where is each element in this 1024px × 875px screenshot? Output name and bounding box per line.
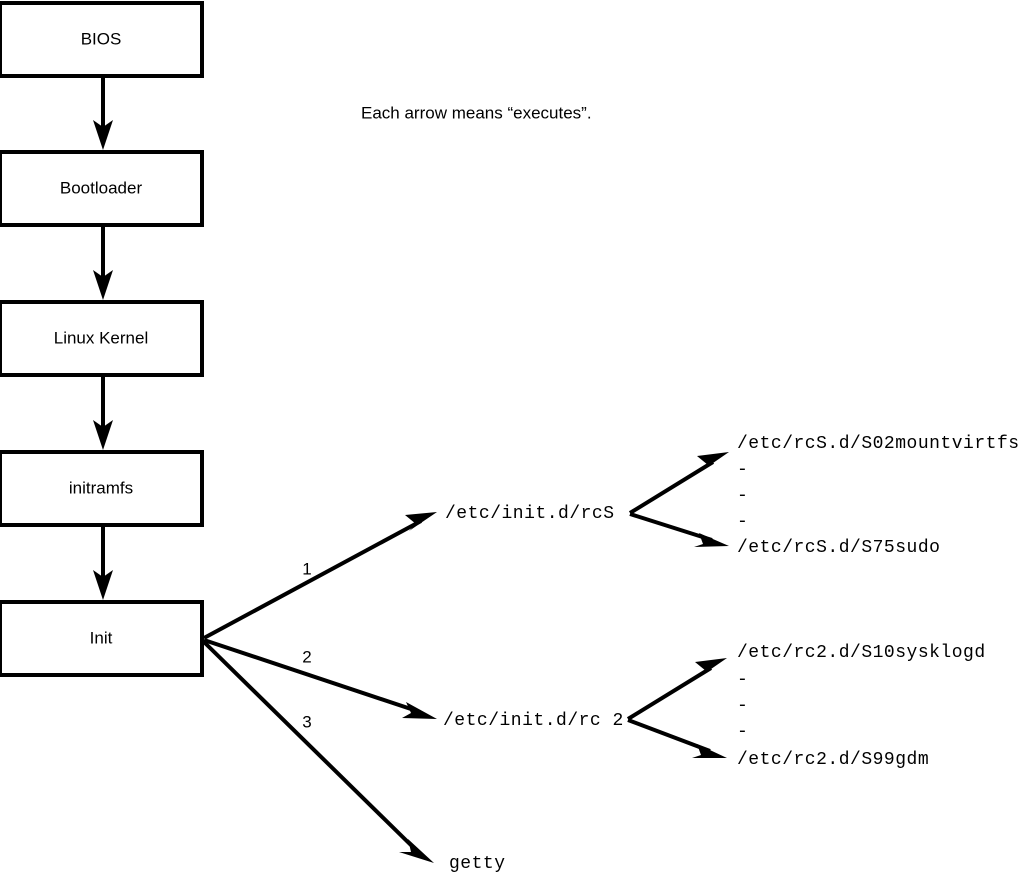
rcs-ellipsis-dot-2: - xyxy=(737,486,748,506)
label-getty: getty xyxy=(449,854,506,874)
arrow-bootloader-to-kernel xyxy=(93,226,113,300)
branch-2-number: 2 xyxy=(302,647,311,666)
arrow-rc2-to-last-script xyxy=(627,718,727,758)
bios-box-label: BIOS xyxy=(81,29,122,48)
initramfs-box-rect xyxy=(0,450,204,527)
branch-1-number: 1 xyxy=(302,559,311,578)
init-box-rect xyxy=(0,600,204,677)
bios-box-rect xyxy=(0,1,204,78)
stage-box-bios: BIOS xyxy=(0,1,204,78)
arrow-rcs-to-last-script xyxy=(629,512,729,547)
init-box-label: Init xyxy=(90,628,113,647)
arrow-kernel-to-initramfs xyxy=(93,376,113,450)
kernel-box-label: Linux Kernel xyxy=(54,328,149,347)
arrow-initramfs-to-init xyxy=(93,526,113,600)
rc2-ellipsis-dot-2: - xyxy=(737,696,748,716)
stage-box-initramfs: initramfs xyxy=(0,450,204,527)
label-rc2-first-script: /etc/rc2.d/S10sysklogd xyxy=(737,643,986,663)
rc2-ellipsis-dot-3: - xyxy=(737,722,748,742)
stage-box-linux-kernel: Linux Kernel xyxy=(0,300,204,377)
legend-note: Each arrow means “executes”. xyxy=(361,103,592,122)
arrow-init-branch-1 xyxy=(203,512,437,640)
arrow-bios-to-bootloader xyxy=(93,76,113,150)
kernel-box-rect xyxy=(0,300,204,377)
label-rc2-last-script: /etc/rc2.d/S99gdm xyxy=(737,750,929,770)
arrow-rcs-to-first-script xyxy=(628,452,729,515)
rc2-ellipsis-dot-1: - xyxy=(737,670,748,690)
label-init-d-rc2: /etc/init.d/rc 2 xyxy=(443,711,624,731)
rcs-ellipsis-dot-3: - xyxy=(737,512,748,532)
arrow-init-branch-2 xyxy=(203,638,437,719)
bootloader-box-label: Bootloader xyxy=(60,178,143,197)
stage-box-init: Init xyxy=(0,600,204,677)
bootloader-box-rect xyxy=(0,150,204,227)
label-rcs-first-script: /etc/rcS.d/S02mountvirtfs xyxy=(737,434,1020,454)
arrow-init-branch-3 xyxy=(202,640,434,863)
label-init-d-rcs: /etc/init.d/rcS xyxy=(445,504,615,524)
initramfs-box-label: initramfs xyxy=(69,478,133,497)
label-rcs-last-script: /etc/rcS.d/S75sudo xyxy=(737,538,940,558)
arrow-rc2-to-first-script xyxy=(626,658,727,721)
stage-box-bootloader: Bootloader xyxy=(0,150,204,227)
branch-3-number: 3 xyxy=(302,712,311,731)
rcs-ellipsis-dot-1: - xyxy=(737,460,748,480)
